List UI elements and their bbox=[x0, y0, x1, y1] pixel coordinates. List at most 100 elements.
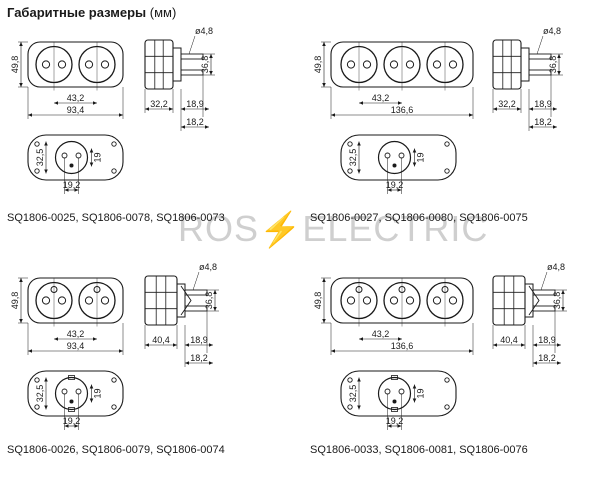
side-view-body bbox=[492, 39, 522, 90]
dimension-label: 43,2 bbox=[372, 93, 390, 103]
bottom-view-body bbox=[340, 370, 457, 417]
arrow-head bbox=[322, 83, 326, 87]
plug-pin bbox=[180, 69, 204, 76]
arrow-head bbox=[517, 107, 521, 111]
arrow-head bbox=[397, 188, 402, 192]
title-unit: (мм) bbox=[149, 5, 177, 20]
socket-hole bbox=[405, 60, 415, 69]
arrow-head bbox=[64, 188, 69, 192]
arrow-head bbox=[28, 113, 32, 117]
arrow-head bbox=[322, 319, 326, 323]
watermark-bolt-icon: ⚡ bbox=[259, 211, 303, 249]
plug-pin-end bbox=[75, 152, 82, 159]
ground-clip bbox=[180, 285, 192, 316]
screw-hole bbox=[34, 377, 40, 383]
dimension-label: 93,4 bbox=[67, 341, 85, 351]
plug-pin bbox=[528, 53, 552, 60]
socket-hole bbox=[84, 296, 94, 305]
ground-tab bbox=[391, 375, 398, 380]
side-view-body bbox=[492, 275, 526, 326]
dimension-label: 43,2 bbox=[67, 329, 85, 339]
arrow-head bbox=[19, 42, 23, 46]
ground-tab bbox=[68, 407, 75, 412]
plug-pin-end bbox=[398, 388, 405, 395]
dimension-label: 36,8 bbox=[204, 292, 214, 310]
screw-hole bbox=[111, 141, 117, 147]
arrow-head bbox=[387, 424, 392, 428]
bottom-view-body bbox=[27, 134, 124, 181]
arrow-head bbox=[64, 424, 69, 428]
arrow-head bbox=[398, 337, 402, 341]
socket-hole bbox=[432, 296, 442, 305]
arrow-head bbox=[185, 361, 189, 365]
page-title: Габаритные размеры (мм) bbox=[7, 5, 176, 20]
arrow-head bbox=[181, 107, 185, 111]
arrow-head bbox=[553, 107, 557, 111]
dimension-label: 49,8 bbox=[10, 56, 20, 74]
arrow-head bbox=[93, 101, 97, 105]
arrow-head bbox=[213, 290, 217, 294]
plug-round-outline bbox=[54, 376, 89, 411]
dimension-label: 19,2 bbox=[386, 416, 404, 426]
arrow-head bbox=[359, 101, 363, 105]
screw-hole bbox=[444, 404, 450, 410]
plug-base bbox=[173, 47, 182, 82]
arrow-head bbox=[557, 361, 561, 365]
arrow-head bbox=[357, 169, 361, 174]
dimension-label: 136,6 bbox=[391, 341, 414, 351]
arrow-head bbox=[469, 349, 473, 353]
dimension-label: 136,6 bbox=[391, 105, 414, 115]
arrow-head bbox=[89, 398, 94, 403]
socket-hole bbox=[41, 60, 51, 69]
ground-clip bbox=[528, 285, 540, 316]
arrow-head bbox=[561, 307, 565, 311]
screw-hole bbox=[34, 141, 40, 147]
arrow-head bbox=[74, 424, 79, 428]
screw-hole bbox=[111, 404, 117, 410]
socket-hole bbox=[100, 296, 110, 305]
pin-diameter-label: ø4,8 bbox=[195, 26, 213, 36]
screw-hole bbox=[444, 377, 450, 383]
arrow-head bbox=[493, 107, 497, 111]
arrow-head bbox=[181, 125, 185, 129]
dimension-label: 32,5 bbox=[35, 385, 45, 403]
screw-hole bbox=[347, 168, 353, 174]
arrow-head bbox=[74, 188, 79, 192]
dimension-label: 43,2 bbox=[372, 329, 390, 339]
dimension-label: 18,9 bbox=[538, 335, 556, 345]
arrow-head bbox=[553, 125, 557, 129]
plug-center-dot bbox=[69, 399, 74, 404]
arrow-head bbox=[54, 337, 58, 341]
plug-base bbox=[521, 47, 530, 82]
socket-hole bbox=[432, 60, 442, 69]
arrow-head bbox=[119, 349, 123, 353]
dimension-label: 49,8 bbox=[313, 292, 323, 310]
dimension-label: 32,2 bbox=[498, 99, 516, 109]
screw-hole bbox=[444, 168, 450, 174]
plug-pin-end bbox=[61, 388, 68, 395]
dimension-label: 32,5 bbox=[348, 149, 358, 167]
plug-center-dot bbox=[392, 163, 397, 168]
arrow-head bbox=[331, 113, 335, 117]
socket-hole bbox=[448, 60, 458, 69]
arrow-head bbox=[89, 384, 94, 389]
arrow-head bbox=[173, 343, 177, 347]
socket-hole bbox=[405, 296, 415, 305]
arrow-head bbox=[19, 319, 23, 323]
arrow-head bbox=[521, 343, 525, 347]
pin-diameter-label: ø4,8 bbox=[199, 262, 217, 272]
arrow-head bbox=[412, 398, 417, 403]
arrow-head bbox=[209, 343, 213, 347]
arrow-head bbox=[412, 162, 417, 167]
socket-hole bbox=[362, 60, 372, 69]
arrow-head bbox=[387, 188, 392, 192]
dimension-label: 93,4 bbox=[67, 105, 85, 115]
dimension-label: 19 bbox=[416, 152, 426, 162]
dimension-label: 19 bbox=[93, 388, 103, 398]
socket-hole bbox=[448, 296, 458, 305]
plug-pin-end bbox=[398, 152, 405, 159]
arrow-head bbox=[54, 101, 58, 105]
